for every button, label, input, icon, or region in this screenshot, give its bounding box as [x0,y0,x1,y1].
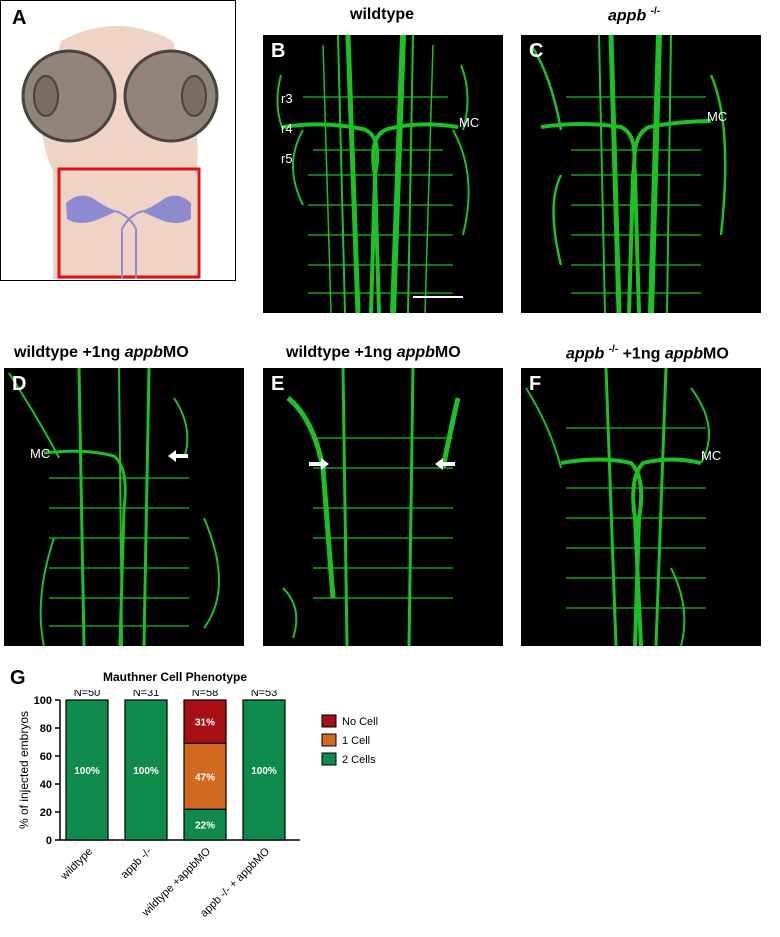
hindbrain-neurons-image [525,368,710,646]
panel-d-micrograph: D MC [4,368,244,646]
bar-segment [242,699,286,841]
arrow-icon [309,458,329,470]
panel-letter-f: F [529,373,542,395]
panel-b-micrograph: B r3 r4 r5 MC [263,35,503,313]
panel-b-title: wildtype [350,6,415,23]
hindbrain-neurons-image [8,368,220,646]
arrow-icon [168,450,188,462]
n-label: N=58 [192,690,219,699]
legend-swatch [321,733,337,747]
y-tick-label: 80 [40,723,52,735]
legend-label: No Cell [342,716,378,728]
label-r3: r3 [281,91,293,106]
data-label: 31% [195,718,215,729]
category-label: wildtype [58,846,95,883]
data-label: 100% [133,766,159,777]
legend-swatch [321,714,337,728]
panel-a-schematic: A [0,0,236,281]
data-label: 47% [195,772,215,783]
legend-swatch [321,752,337,766]
panel-d-title: wildtype +1ng appbMO [14,344,189,361]
y-tick-label: 100 [34,695,52,707]
mauthner-cell-chart: 0 20 40 60 80 100% of injected embryos 100% N=5… [17,690,378,920]
panel-e-micrograph: E [263,368,503,646]
label-mc: MC [707,109,728,124]
hindbrain-neurons-image [276,35,470,313]
bar-segment [124,699,168,841]
panel-letter-b: B [271,40,286,62]
panel-f-title: appb -/- +1ng appbMO [566,344,729,363]
legend-label: 1 Cell [342,735,370,747]
panel-letter-e: E [271,373,285,395]
bar-segment [65,699,109,841]
chart-title: Mauthner Cell Phenotype [103,670,248,684]
label-mc: MC [701,448,722,463]
panel-letter-a: A [12,7,27,29]
hindbrain-neurons-image [282,368,461,646]
y-tick-label: 0 [46,835,52,847]
panel-e-title: wildtype +1ng appbMO [286,344,461,361]
data-label: 22% [195,821,215,832]
label-mc: MC [30,446,51,461]
panel-c-title: appb -/- [608,6,661,25]
n-label: N=53 [251,690,278,699]
arrow-icon [435,458,455,470]
hindbrain-neurons-image [529,35,727,313]
data-label: 100% [251,766,277,777]
label-r4: r4 [281,121,293,136]
n-label: N=50 [74,690,101,699]
bar-segment [183,742,227,810]
panel-c-micrograph: C MC [521,35,761,313]
category-label: appb -/- [119,845,155,881]
n-label: N=31 [133,690,160,699]
label-r5: r5 [281,151,293,166]
panel-letter-c: C [529,40,544,62]
panel-letter-d: D [12,373,27,395]
y-tick-label: 60 [40,751,52,763]
label-mc: MC [459,115,480,130]
panel-f-micrograph: F MC [521,368,761,646]
bar-segment [183,699,227,745]
panel-letter-g: G [10,667,26,689]
data-label: 100% [74,766,100,777]
y-tick-label: 20 [40,807,52,819]
zebrafish-head-schematic [21,26,219,279]
legend-label: 2 Cells [342,754,376,766]
y-axis-label: % of injected embryos [17,711,31,829]
y-tick-label: 40 [40,779,52,791]
